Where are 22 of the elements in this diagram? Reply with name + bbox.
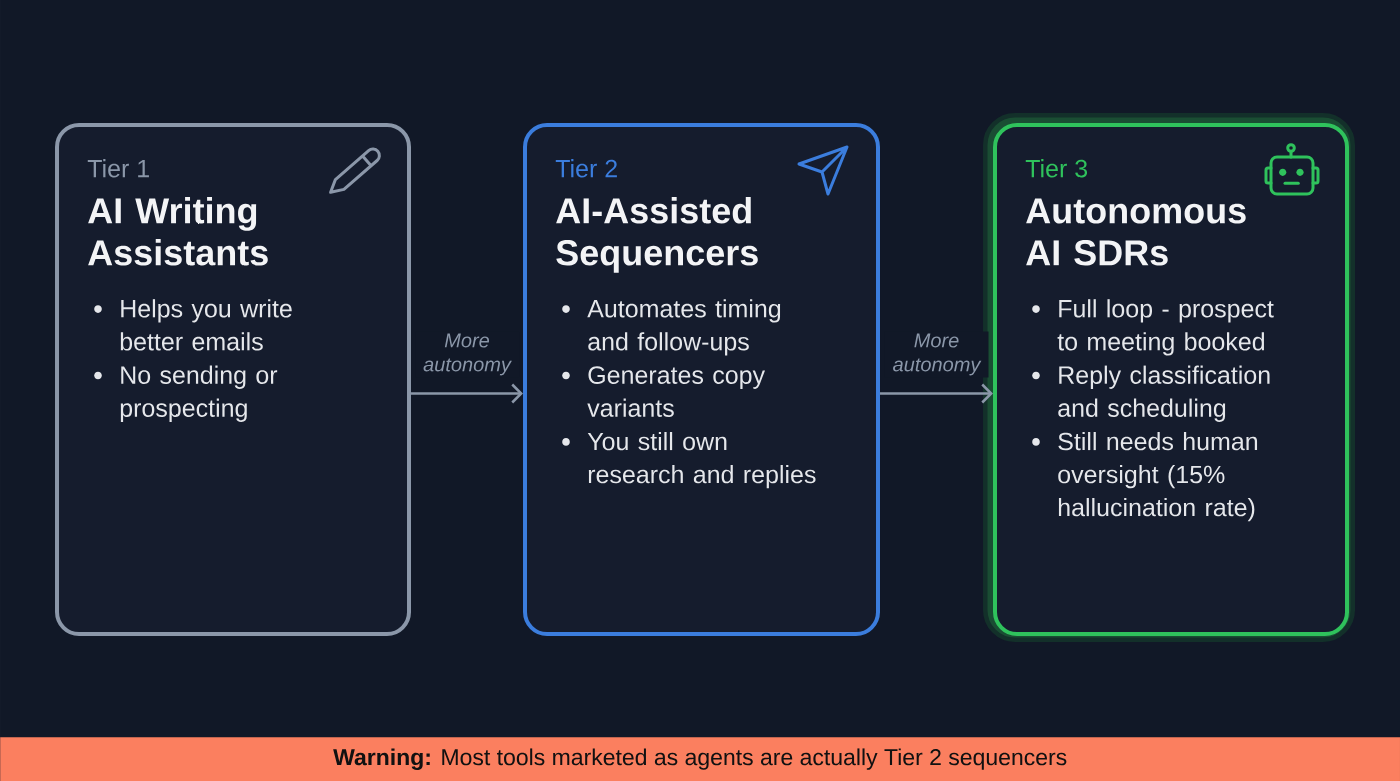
bullet-text: Automates timing and follow-ups — [587, 299, 781, 356]
card-title: AI Writing Assistants — [88, 197, 268, 266]
arrow — [411, 383, 523, 404]
card-title: AI-Assisted Sequencers — [556, 197, 758, 273]
edge-label: More autonomy — [884, 331, 989, 378]
tier-label: Tier 1 — [87, 159, 149, 178]
arrow — [880, 383, 993, 404]
bullet-text: Full loop - prospect to meeting booked — [1057, 299, 1274, 356]
bullet-text: Reply classification and scheduling — [1058, 365, 1270, 422]
card-title: Autonomous AI SDRs — [1026, 198, 1246, 266]
bullet-text: Still needs human oversight (15% hallucination rate) — [1058, 432, 1258, 522]
bullet-text: Helps you write better emails — [120, 299, 292, 351]
tier-label: Tier 3 — [1025, 159, 1088, 178]
bullet-text: Generates copy variants — [587, 366, 765, 417]
tier-card — [523, 123, 880, 636]
bullet-text: No sending or prospecting — [120, 365, 278, 422]
warning-banner: Warning: Most tools marketed as agents are actually Tier 2 sequencers — [0, 737, 1400, 781]
tier-card — [55, 123, 411, 636]
bullet-text: You still own research and replies — [587, 432, 816, 489]
edge-label: More autonomy — [415, 331, 519, 378]
tier-card — [983, 113, 1355, 642]
tier-label: Tier 2 — [555, 159, 617, 178]
